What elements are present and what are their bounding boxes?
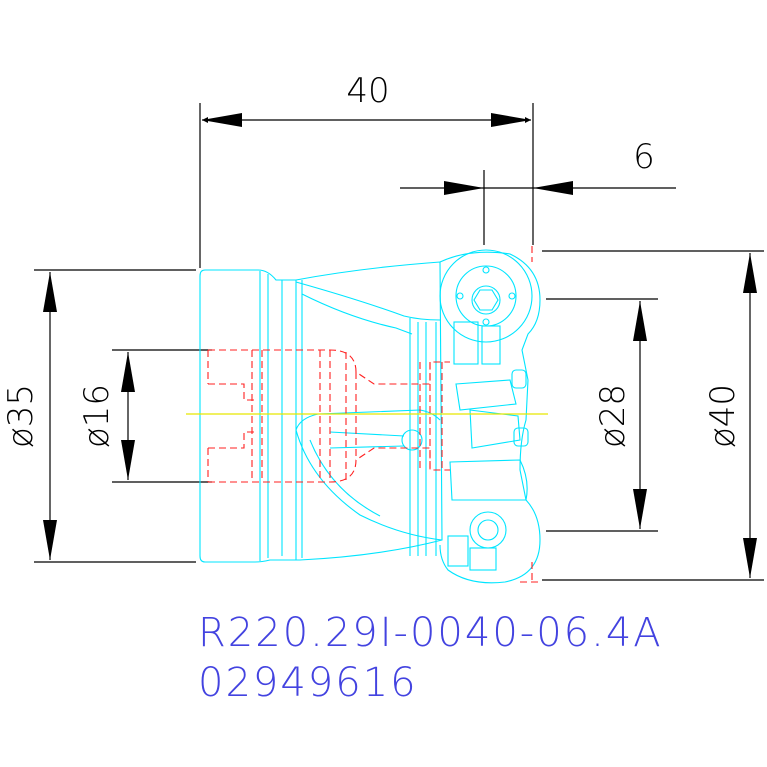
dimension-length-40: 40 <box>199 71 534 268</box>
dim-text-40-diameter: ø40 <box>703 384 743 448</box>
dimension-diameter-28: ø28 <box>546 298 658 532</box>
dim-text-28: ø28 <box>593 384 633 448</box>
dim-text-16: ø16 <box>77 384 117 448</box>
dim-text-6: 6 <box>633 137 655 177</box>
dimension-diameter-40: ø40 <box>542 250 764 581</box>
dimension-diameter-35: ø35 <box>1 269 196 563</box>
part-code-label: R220.29I-0040-06.4A <box>198 610 663 656</box>
dimension-diameter-16: ø16 <box>77 349 212 483</box>
part-number-label: 02949616 <box>198 660 418 706</box>
dim-text-35: ø35 <box>1 384 41 448</box>
dim-text-40: 40 <box>346 71 389 111</box>
bore-hidden-lines <box>207 246 540 583</box>
cutter-body-outline <box>199 249 541 584</box>
dimension-offset-6: 6 <box>400 137 676 245</box>
